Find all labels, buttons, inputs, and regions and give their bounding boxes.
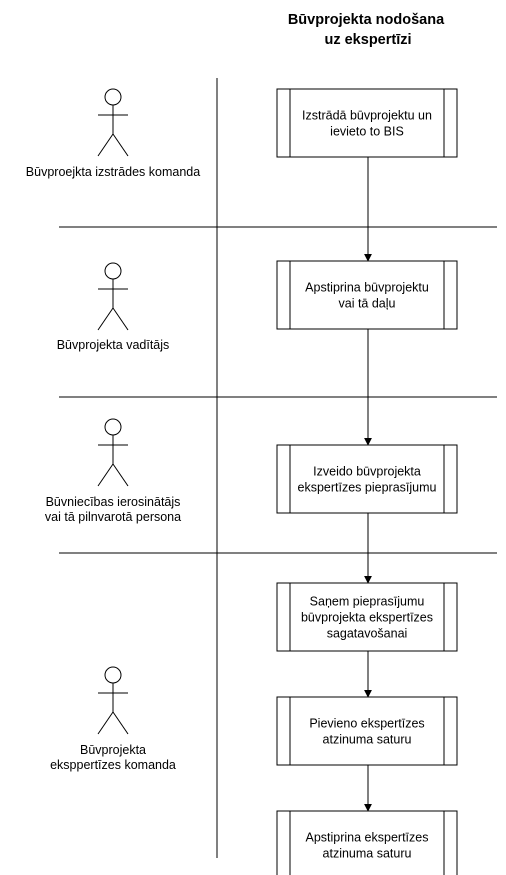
- actor-2: Būvprojekta vadītājs: [57, 262, 170, 352]
- process-box: [276, 444, 458, 514]
- process-step-label-line: būvprojekta ekspertīzes: [301, 611, 433, 625]
- process-step-label-line: Apstiprina būvprojektu: [305, 281, 429, 295]
- process-box: [276, 582, 458, 652]
- process-step-label-line: Apstiprina ekspertīzes: [306, 831, 429, 845]
- process-step-label-line: sagatavošanai: [327, 627, 408, 641]
- process-box: [276, 260, 458, 330]
- actor-label-line: Būvprojekta vadītājs: [57, 338, 170, 352]
- diagram-title-line-1: Būvprojekta nodošana: [288, 12, 445, 28]
- process-step-label-line: ievieto to BIS: [330, 125, 404, 139]
- process-step-label-line: Saņem pieprasījumu: [310, 595, 425, 609]
- actor-label-line: Būvproejkta izstrādes komanda: [26, 165, 200, 179]
- process-step-label: Apstiprina būvprojektu vai tā daļu: [305, 281, 429, 311]
- process-step-6: Apstiprina ekspertīzes atzinuma saturu: [276, 810, 458, 875]
- process-box: [276, 88, 458, 158]
- process-step-label-line: Izstrādā būvprojektu un: [302, 109, 432, 123]
- process-step-label: Izveido būvprojekta ekspertīzes pieprasīj…: [298, 465, 437, 495]
- process-step-label-line: vai tā daļu: [339, 297, 396, 311]
- diagram-title-line-2: uz ekspertīzi: [324, 32, 411, 48]
- process-step-2: Apstiprina būvprojektu vai tā daļu: [276, 260, 458, 330]
- actor-label-line: vai tā pilnvarotā persona: [45, 510, 181, 524]
- actor-label-line: eksppertīzes komanda: [50, 758, 176, 772]
- process-box: [276, 696, 458, 766]
- actors: Būvproejkta izstrādes komandaBūvprojekta…: [26, 88, 200, 772]
- actor-label: Būvproejkta izstrādes komanda: [26, 165, 200, 179]
- actor-label-line: Būvprojekta: [80, 743, 146, 757]
- diagram-title: Būvprojekta nodošana uz ekspertīzi: [288, 12, 448, 48]
- lane-separators: [59, 78, 497, 858]
- process-step-label: Saņem pieprasījumu būvprojekta ekspertīze…: [301, 595, 433, 641]
- process-step-label: Pievieno ekspertīzes atzinuma saturu: [309, 717, 424, 747]
- process-box: [276, 810, 458, 875]
- process-step-3: Izveido būvprojekta ekspertīzes pieprasīj…: [276, 444, 458, 514]
- person-icon: [97, 418, 129, 487]
- process-steps: Izstrādā būvprojektu un ievieto to BIS Aps…: [276, 88, 458, 875]
- person-icon: [97, 666, 129, 735]
- process-step-label: Izstrādā būvprojektu un ievieto to BIS: [302, 109, 432, 139]
- process-step-label-line: Izveido būvprojekta: [313, 465, 421, 479]
- process-step-label-line: atzinuma saturu: [323, 733, 412, 747]
- process-step-label-line: ekspertīzes pieprasījumu: [298, 481, 437, 495]
- person-icon: [97, 88, 129, 157]
- process-step-4: Saņem pieprasījumu būvprojekta ekspertīze…: [276, 582, 458, 652]
- actor-label: Būvprojekta vadītājs: [57, 338, 170, 352]
- process-step-label: Apstiprina ekspertīzes atzinuma saturu: [306, 831, 429, 861]
- process-step-label-line: Pievieno ekspertīzes: [309, 717, 424, 731]
- actor-1: Būvproejkta izstrādes komanda: [26, 88, 200, 179]
- actor-label-line: Būvniecības ierosinātājs: [46, 495, 181, 509]
- process-step-1: Izstrādā būvprojektu un ievieto to BIS: [276, 88, 458, 158]
- process-step-label-line: atzinuma saturu: [323, 847, 412, 861]
- person-icon: [97, 262, 129, 331]
- process-step-5: Pievieno ekspertīzes atzinuma saturu: [276, 696, 458, 766]
